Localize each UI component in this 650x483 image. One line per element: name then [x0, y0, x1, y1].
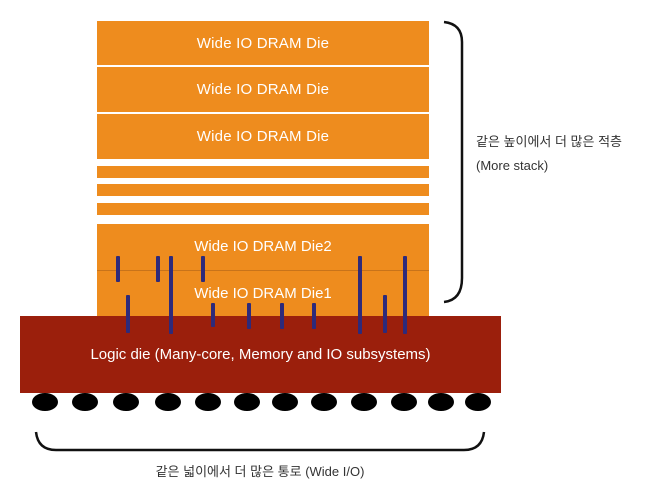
- dram-die-1-label: Wide IO DRAM Die: [196, 34, 330, 52]
- solder-ball: [465, 393, 491, 411]
- solder-ball: [311, 393, 337, 411]
- wide-io-label: 같은 넓이에서 더 많은 통로 (Wide I/O): [155, 464, 365, 479]
- solder-ball: [428, 393, 454, 411]
- stack-height-brace: [443, 20, 464, 304]
- bonded-dram-dies: Wide IO DRAM Die2 Wide IO DRAM Die1: [97, 224, 429, 316]
- solder-ball: [155, 393, 181, 411]
- tsv-via: [116, 256, 120, 282]
- solder-ball: [195, 393, 221, 411]
- more-stack-label-korean: 같은 높이에서 더 많은 적층: [476, 134, 623, 149]
- tsv-via: [280, 303, 284, 329]
- solder-ball: [234, 393, 260, 411]
- more-stack-label: (More stack): [476, 158, 549, 173]
- dram-die-1: Wide IO DRAM Die: [97, 21, 429, 65]
- tsv-via: [312, 303, 316, 329]
- tsv-via: [383, 295, 387, 333]
- die-boundary-line: [97, 270, 429, 271]
- solder-ball: [272, 393, 298, 411]
- logic-die: Logic die (Many-core, Memory and IO subs…: [20, 316, 501, 393]
- dram-die2-label: Wide IO DRAM Die2: [194, 238, 332, 255]
- dram-die-2: Wide IO DRAM Die: [97, 67, 429, 112]
- tsv-via: [169, 256, 173, 334]
- solder-ball: [391, 393, 417, 411]
- solder-ball: [32, 393, 58, 411]
- thin-die-layer-1: [97, 166, 429, 178]
- solder-ball: [113, 393, 139, 411]
- tsv-via: [403, 256, 407, 334]
- tsv-via: [156, 256, 160, 282]
- tsv-via: [126, 295, 130, 333]
- solder-ball: [72, 393, 98, 411]
- dram-die-2-label: Wide IO DRAM Die: [196, 81, 330, 98]
- tsv-via: [247, 303, 251, 329]
- logic-die-label: Logic die (Many-core, Memory and IO subs…: [90, 346, 431, 363]
- solder-ball: [351, 393, 377, 411]
- wide-io-brace: [34, 431, 486, 452]
- tsv-via: [358, 256, 362, 334]
- dram-die1-label: Wide IO DRAM Die1: [194, 285, 332, 302]
- tsv-via: [211, 303, 215, 327]
- dram-die-3: Wide IO DRAM Die: [97, 114, 429, 159]
- thin-die-layer-3: [97, 203, 429, 215]
- dram-die-3-label: Wide IO DRAM Die: [196, 128, 330, 145]
- tsv-via: [201, 256, 205, 282]
- thin-die-layer-2: [97, 184, 429, 196]
